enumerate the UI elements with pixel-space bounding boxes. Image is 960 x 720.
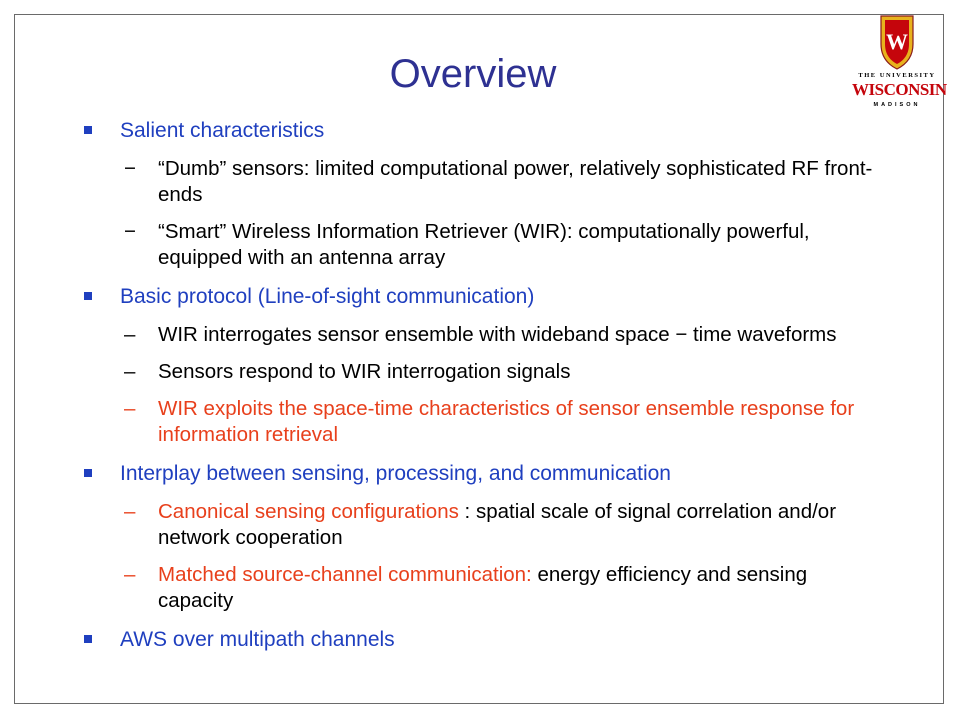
slide-frame — [14, 14, 944, 704]
sub-bullet-item: – Matched source-channel communication: … — [84, 562, 884, 614]
sub-bullet-item: – Canonical sensing configurations : spa… — [84, 499, 884, 551]
square-bullet-icon — [84, 292, 92, 300]
sub-bullet-text: : spatial scale of signal correlation an… — [158, 500, 837, 549]
logo-line-madison: MADISON — [873, 102, 921, 108]
dash-marker: – — [124, 563, 136, 586]
bullet-item: Basic protocol (Line-of-sight communicat… — [84, 282, 884, 311]
bullet-text: Basic protocol (Line-of-sight communicat… — [120, 285, 535, 308]
bullet-text: AWS over multipath channels — [120, 628, 395, 651]
slide-content: Salient characteristics − “Dumb” sensors… — [84, 116, 884, 665]
sub-bullet-text: “Smart” Wireless Information Retriever (… — [158, 220, 810, 269]
sub-bullet-text: energy efficiency and sensing capacity — [158, 563, 808, 612]
dash-marker: − — [124, 220, 136, 243]
sub-bullet-text: Sensors respond to WIR interrogation sig… — [158, 360, 571, 383]
dash-marker: – — [124, 397, 136, 420]
sub-bullet-item: – WIR interrogates sensor ensemble with … — [84, 322, 884, 348]
sub-bullet-text: WIR exploits the space-time characterist… — [158, 397, 855, 446]
sub-bullet-text: WIR interrogates sensor ensemble with wi… — [158, 323, 837, 346]
logo-line-wisconsin: WISCONSIN — [852, 80, 947, 99]
bullet-item: Salient characteristics — [84, 116, 884, 145]
dash-marker: – — [124, 360, 136, 383]
sub-bullet-item: − “Dumb” sensors: limited computational … — [84, 156, 884, 208]
sub-bullet-highlight: Canonical sensing configurations — [158, 500, 459, 523]
dash-marker: – — [124, 323, 136, 346]
sub-bullet-item-highlighted: – WIR exploits the space-time characteri… — [84, 396, 884, 448]
crest-icon: W — [880, 15, 914, 70]
sub-bullet-text: “Dumb” sensors: limited computational po… — [158, 157, 873, 206]
dash-marker: − — [124, 157, 136, 180]
dash-marker: – — [124, 500, 136, 523]
square-bullet-icon — [84, 126, 92, 134]
logo-line-university: THE UNIVERSITY — [858, 72, 936, 79]
sub-bullet-item: – Sensors respond to WIR interrogation s… — [84, 359, 884, 385]
crest-letter: W — [886, 29, 908, 54]
square-bullet-icon — [84, 469, 92, 477]
sub-bullet-item: − “Smart” Wireless Information Retriever… — [84, 219, 884, 271]
university-logo: W THE UNIVERSITY WISCONSIN MADISON — [852, 14, 947, 110]
bullet-item: Interplay between sensing, processing, a… — [84, 459, 884, 488]
square-bullet-icon — [84, 635, 92, 643]
slide-title: Overview — [389, 52, 557, 96]
bullet-item: AWS over multipath channels — [84, 625, 884, 654]
bullet-text: Interplay between sensing, processing, a… — [120, 462, 671, 485]
sub-bullet-highlight: Matched source-channel communication: — [158, 563, 532, 586]
bullet-text: Salient characteristics — [120, 119, 325, 142]
